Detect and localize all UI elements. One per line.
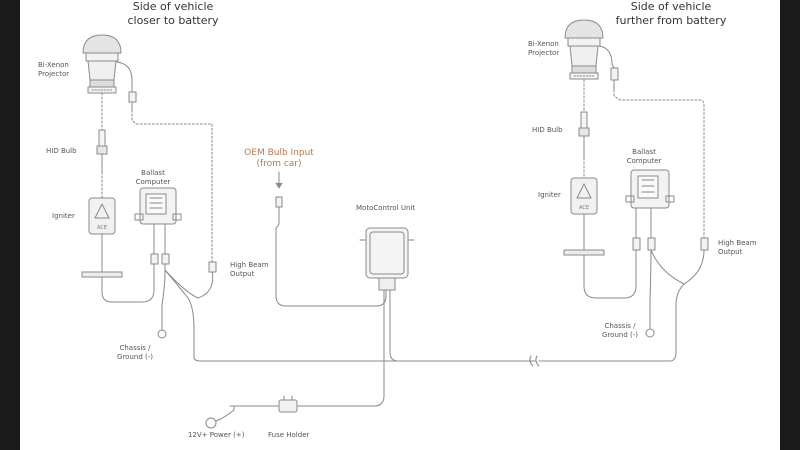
- left-ballast-line1: Ballast: [141, 169, 165, 177]
- trunk-wire-right: [538, 283, 685, 362]
- left-projector-line2: Projector: [38, 69, 70, 78]
- right-ground-wire: [649, 249, 652, 329]
- right-high-beam-line1: High Beam: [718, 239, 757, 247]
- oem-line2: (from car): [256, 159, 302, 170]
- left-bulb-connector-icon: [81, 255, 155, 303]
- right-chassis-line2: Ground (-): [602, 330, 638, 339]
- right-igniter-icon: ACE: [570, 177, 598, 251]
- right-high-beam-line2: Output: [718, 247, 743, 256]
- left-side-heading: Side of vehicle closer to battery: [118, 0, 228, 28]
- svg-text:ACE: ACE: [97, 225, 107, 231]
- left-ballast-line2: Computer: [135, 177, 171, 186]
- right-high-beam-label: High Beam Output: [718, 239, 757, 257]
- right-ballast-line1: Ballast: [632, 148, 656, 156]
- left-hid-bulb-icon: [96, 129, 108, 173]
- left-high-beam-line2: Output: [230, 269, 255, 278]
- left-chassis-label: Chassis / Ground (-): [110, 344, 160, 362]
- power-lead: [215, 405, 235, 422]
- right-projector-icon: [564, 19, 619, 91]
- left-ground-wire: [161, 263, 166, 331]
- right-heading-line2: further from battery: [615, 13, 727, 27]
- right-projector-label: Bi-Xenon Projector: [528, 40, 559, 58]
- left-high-beam-loop: [164, 269, 214, 299]
- right-heading-line1: Side of vehicle: [630, 0, 712, 13]
- fuse-holder-label: Fuse Holder: [268, 431, 310, 439]
- right-projector-line1: Bi-Xenon: [528, 40, 559, 48]
- right-chassis-label: Chassis / Ground (-): [595, 322, 645, 340]
- right-igniter-label: Igniter: [538, 191, 561, 199]
- wire-break-marks: [529, 355, 540, 367]
- oem-input-arrow: [275, 171, 283, 189]
- left-chassis-line1: Chassis /: [119, 344, 151, 352]
- wiring-diagram: ACE: [20, 0, 780, 450]
- wiring-svg: ACE: [81, 19, 709, 429]
- power-label: 12V+ Power (+): [188, 431, 245, 439]
- right-hid-bulb-label: HID Bulb: [532, 126, 563, 134]
- left-chassis-line2: Ground (-): [117, 352, 153, 361]
- right-dotted-harness: [613, 89, 705, 239]
- oem-bulb-input-label: OEM Bulb Input (from car): [242, 148, 316, 171]
- motocontrol-label: MotoControl Unit: [356, 204, 416, 212]
- motocontrol-unit-icon: [359, 227, 415, 291]
- power-wire: [229, 289, 385, 407]
- right-high-beam-connector: [700, 237, 709, 251]
- left-igniter-icon: ACE: [88, 197, 116, 257]
- left-projector-line1: Bi-Xenon: [38, 61, 69, 69]
- right-chassis-line1: Chassis /: [604, 322, 636, 330]
- right-ballast-line2: Computer: [626, 156, 662, 165]
- left-ballast-label: Ballast Computer: [134, 169, 172, 187]
- left-ballast-icon: [134, 187, 182, 265]
- right-hid-bulb-icon: [578, 111, 590, 159]
- trunk-wire-left: [164, 269, 536, 362]
- right-projector-line2: Projector: [528, 48, 560, 57]
- left-hid-bulb-label: HID Bulb: [46, 147, 77, 155]
- right-high-beam-loop: [650, 249, 705, 285]
- right-ballast-label: Ballast Computer: [622, 148, 666, 166]
- left-high-beam-label: High Beam Output: [230, 261, 269, 279]
- left-heading-line2: closer to battery: [127, 13, 219, 27]
- left-ground-terminal: [157, 329, 167, 339]
- power-terminal: [205, 417, 217, 429]
- left-high-beam-line1: High Beam: [230, 261, 269, 269]
- left-high-beam-connector: [208, 261, 217, 273]
- right-bulb-connector-icon: [563, 249, 637, 299]
- trunk-wire-center: [389, 289, 536, 362]
- svg-text:ACE: ACE: [579, 205, 589, 211]
- right-ballast-icon: [625, 169, 675, 251]
- fuse-holder-icon: [278, 395, 298, 413]
- left-projector-label: Bi-Xenon Projector: [38, 61, 69, 79]
- left-projector-icon: [82, 34, 137, 111]
- right-side-heading: Side of vehicle further from battery: [608, 0, 734, 28]
- right-ground-terminal: [645, 328, 655, 338]
- left-dotted-harness: [131, 109, 213, 263]
- left-heading-line1: Side of vehicle: [132, 0, 214, 13]
- oem-line1: OEM Bulb Input: [244, 148, 314, 158]
- left-igniter-label: Igniter: [52, 212, 75, 220]
